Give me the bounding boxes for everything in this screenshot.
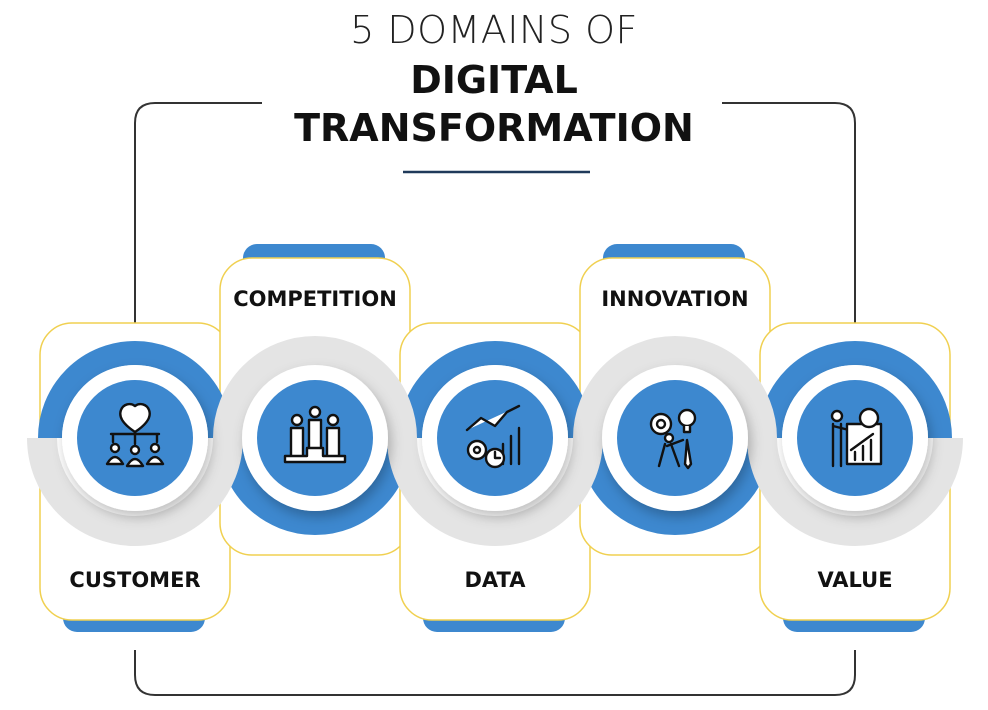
frame-lines: [134, 102, 856, 696]
title-line-3: TRANSFORMATION: [294, 106, 694, 150]
title-line-2: DIGITAL: [410, 58, 578, 102]
domain-circle-competition: [242, 365, 388, 511]
label-value: VALUE: [817, 568, 893, 592]
podium-icon: [283, 405, 347, 464]
label-innovation: INNOVATION: [601, 287, 749, 311]
domain-circle-customer: [62, 365, 208, 511]
gray-wave: [27, 336, 963, 546]
analytics-gears-icon: [465, 404, 521, 469]
label-competition: COMPETITION: [233, 287, 397, 311]
domain-circle-innovation: [602, 365, 748, 511]
blue-arcs: [38, 341, 952, 535]
label-customer: CUSTOMER: [69, 568, 201, 592]
domain-circle-data: [422, 365, 568, 511]
lightbulb-gear-person-icon: [649, 408, 697, 470]
label-data: DATA: [464, 568, 526, 592]
domain-circle-value: [782, 365, 928, 511]
handshake-people-icon: [105, 402, 165, 468]
dollar-growth-icon: [830, 407, 883, 468]
title-line-1: 5 DOMAINS OF: [350, 8, 638, 52]
